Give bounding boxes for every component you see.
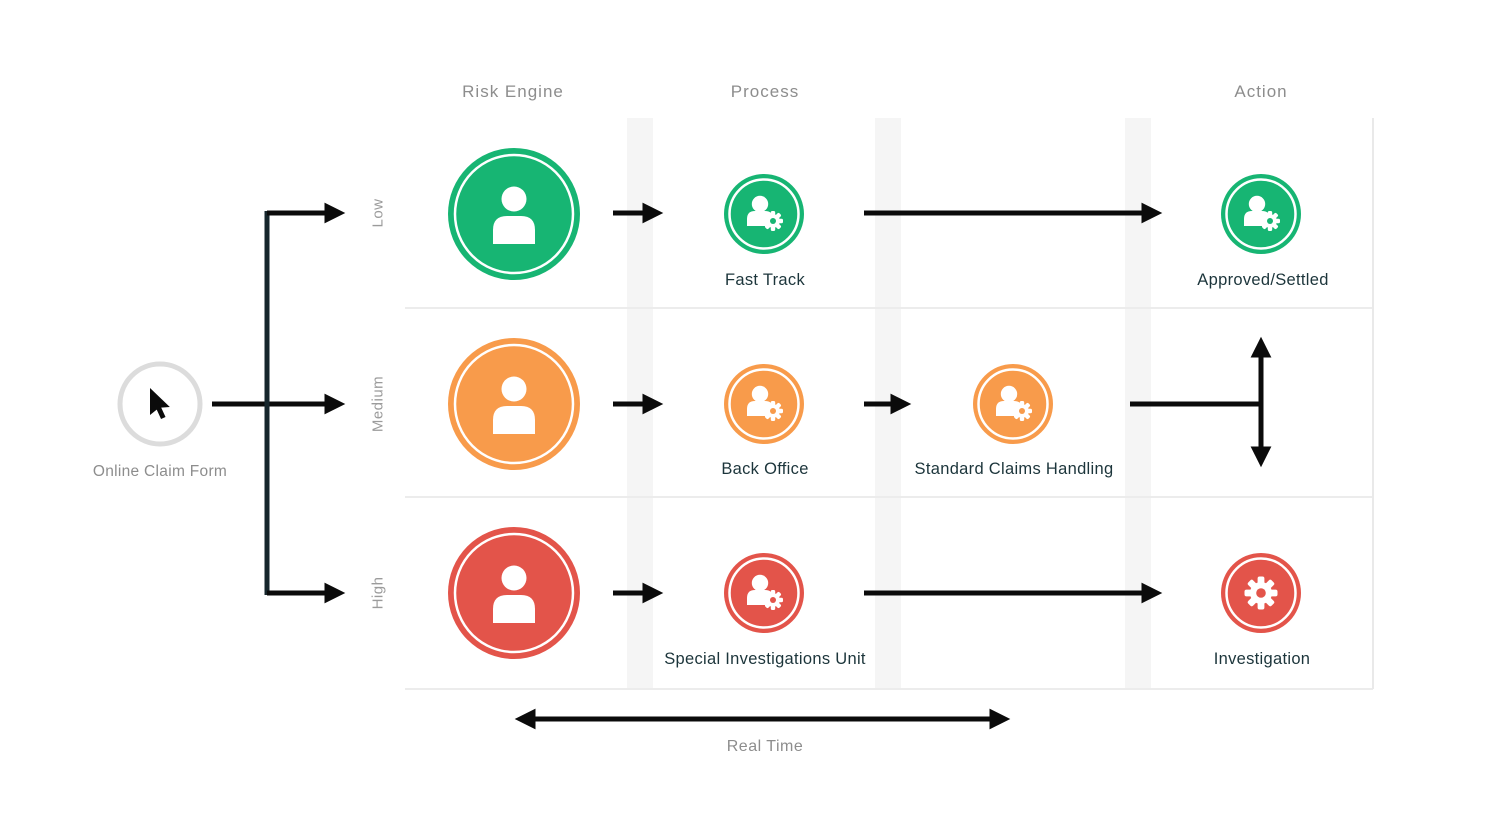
investigation-label: Investigation bbox=[1213, 650, 1311, 668]
real-time-label: Real Time bbox=[726, 738, 804, 755]
standard-claims-label: Standard Claims Handling bbox=[914, 460, 1114, 478]
row-divider bbox=[405, 688, 1373, 690]
row-label-high: High bbox=[369, 576, 387, 610]
siu-label: Special Investigations Unit bbox=[664, 650, 866, 668]
approved-settled-node bbox=[1221, 174, 1301, 254]
row-divider bbox=[405, 307, 1373, 309]
risk-engine-high-node bbox=[448, 527, 580, 659]
risk-engine-low-node bbox=[448, 148, 580, 280]
approved-settled-label: Approved/Settled bbox=[1197, 271, 1329, 289]
cursor-icon bbox=[150, 388, 170, 420]
ring bbox=[977, 368, 1049, 440]
ring bbox=[453, 153, 575, 275]
row-label-low: Low bbox=[369, 198, 387, 228]
ring bbox=[1225, 557, 1297, 629]
ring bbox=[453, 532, 575, 654]
online-claim-form-label: Online Claim Form bbox=[92, 463, 228, 480]
ring bbox=[728, 178, 800, 250]
column-header-risk-engine: Risk Engine bbox=[462, 82, 564, 101]
investigation-node bbox=[1221, 553, 1301, 633]
ring bbox=[453, 343, 575, 465]
siu-node bbox=[724, 553, 804, 633]
risk-circle-low bbox=[448, 148, 580, 280]
risk-engine-medium-node bbox=[448, 338, 580, 470]
table-right-border bbox=[1372, 118, 1374, 689]
standard-claims-node bbox=[973, 364, 1053, 444]
risk-circle-medium bbox=[448, 338, 580, 470]
fast-track-node bbox=[724, 174, 804, 254]
ring bbox=[728, 557, 800, 629]
back-office-label: Back Office bbox=[721, 460, 809, 478]
column-header-action: Action bbox=[1234, 82, 1288, 101]
row-label-medium: Medium bbox=[369, 375, 387, 433]
back-office-node bbox=[724, 364, 804, 444]
gear-icon bbox=[1244, 576, 1278, 610]
ring bbox=[1225, 178, 1297, 250]
row-divider bbox=[405, 496, 1373, 498]
ring bbox=[728, 368, 800, 440]
column-header-process: Process bbox=[730, 82, 800, 101]
risk-circle-high bbox=[448, 527, 580, 659]
fast-track-label: Fast Track bbox=[724, 271, 806, 289]
